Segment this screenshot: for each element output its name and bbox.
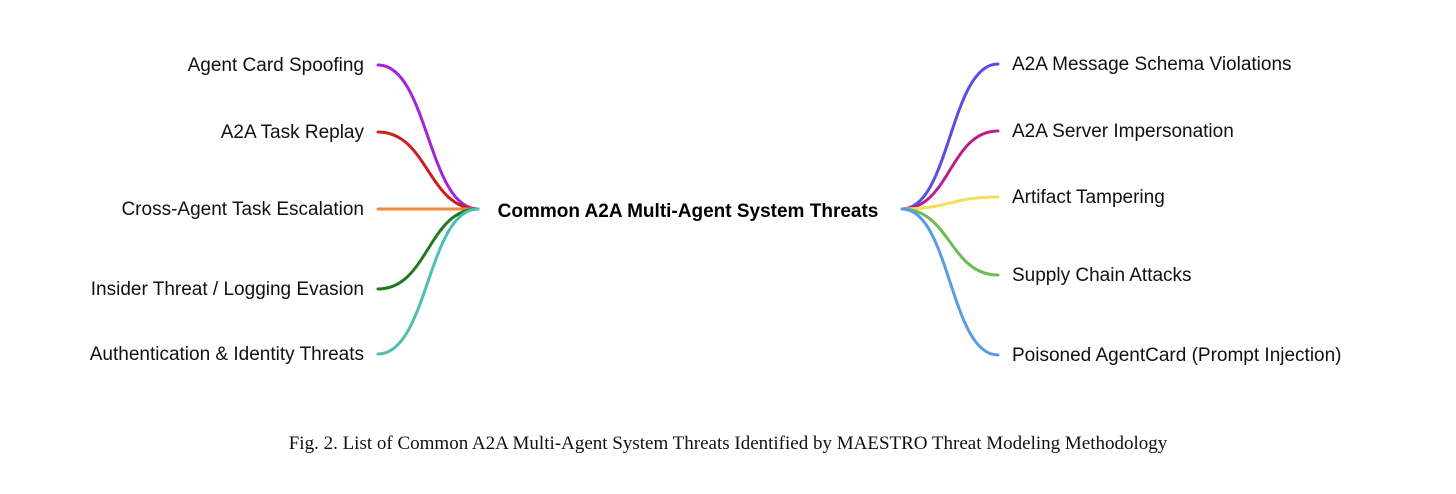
left-threat-node: Agent Card Spoofing <box>188 55 364 76</box>
right-branch-connector <box>900 207 1000 357</box>
figure-caption: Fig. 2. List of Common A2A Multi-Agent S… <box>288 433 1168 454</box>
right-branch-connector <box>900 207 1000 277</box>
left-branch-connector <box>376 207 480 291</box>
right-threat-node: Artifact Tampering <box>1012 187 1165 208</box>
right-threat-node: Poisoned AgentCard (Prompt Injection) <box>1012 345 1342 366</box>
left-threat-node: Cross-Agent Task Escalation <box>121 199 364 220</box>
left-threat-node: Authentication & Identity Threats <box>90 344 364 365</box>
right-branch-connector <box>900 129 1000 211</box>
left-threat-node: A2A Task Replay <box>221 122 365 143</box>
right-branch-connector <box>900 62 1000 211</box>
right-threat-node: A2A Server Impersonation <box>1012 121 1234 142</box>
right-branch-connector <box>900 195 1000 211</box>
left-branch-connector <box>376 207 480 356</box>
right-threat-node: A2A Message Schema Violations <box>1012 54 1292 75</box>
left-branch-connector <box>376 63 480 211</box>
left-branch-connector <box>376 130 480 211</box>
right-threat-node: Supply Chain Attacks <box>1012 265 1192 286</box>
central-topic: Common A2A Multi-Agent System Threats <box>498 201 879 222</box>
left-threat-node: Insider Threat / Logging Evasion <box>91 279 364 300</box>
